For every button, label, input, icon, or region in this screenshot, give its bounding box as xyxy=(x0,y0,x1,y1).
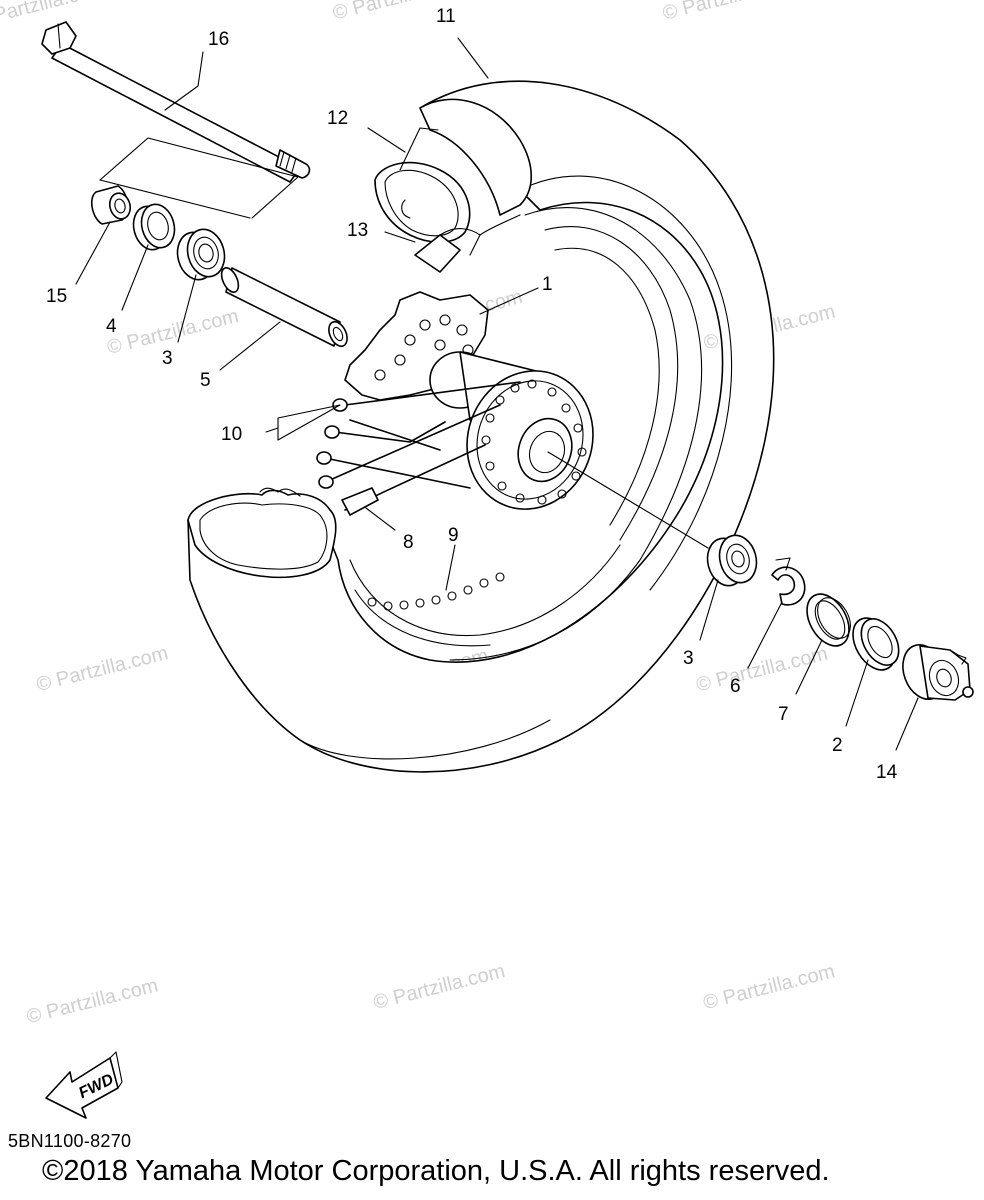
fwd-arrow-icon: FWD xyxy=(45,1051,123,1119)
spokes xyxy=(316,381,521,516)
tire xyxy=(187,80,775,773)
label-3-right: 3 xyxy=(683,648,694,669)
watermark: © Partzilla.com xyxy=(105,305,241,359)
axle xyxy=(41,21,311,183)
oil-seal-4 xyxy=(132,203,176,251)
label-1: 1 xyxy=(542,274,553,295)
label-2: 2 xyxy=(832,735,843,756)
label-5: 5 xyxy=(200,370,211,391)
label-16: 16 xyxy=(208,29,229,50)
axis-line-right xyxy=(547,451,709,549)
label-9: 9 xyxy=(448,525,459,546)
copyright-notice: ©2018 Yamaha Motor Corporation, U.S.A. A… xyxy=(42,1155,830,1187)
label-14: 14 xyxy=(876,762,898,783)
bearing-3-right xyxy=(706,534,758,587)
watermark: © Partzilla.com xyxy=(694,643,830,697)
label-10: 10 xyxy=(221,424,242,445)
label-15: 15 xyxy=(46,286,67,307)
spacer-5 xyxy=(220,267,348,348)
part-labels: 11 12 13 1 16 15 4 3 5 10 8 9 3 6 7 2 14 xyxy=(46,6,898,783)
watermark: © Partzilla.com xyxy=(34,642,170,696)
label-3-left: 3 xyxy=(162,348,173,369)
label-12: 12 xyxy=(327,108,348,129)
collar-15 xyxy=(90,185,132,225)
watermark: © Partzilla.com xyxy=(371,960,507,1014)
label-7: 7 xyxy=(778,704,789,725)
watermark: © Partzilla.com xyxy=(701,960,837,1014)
watermark: © Partzilla.com xyxy=(660,0,796,25)
label-11: 11 xyxy=(436,6,456,27)
oil-seal-7 xyxy=(806,593,851,647)
label-8: 8 xyxy=(403,532,414,553)
leader-lines xyxy=(75,37,919,751)
bearing-3-left xyxy=(176,228,226,281)
diagram-code: 5BN1100-8270 xyxy=(8,1131,132,1151)
gear-unit-14 xyxy=(902,644,974,701)
assembly-guide xyxy=(99,137,299,219)
oil-seal-2 xyxy=(852,617,900,671)
tire-tube-cutaway xyxy=(374,98,532,273)
rim-nipples xyxy=(367,572,505,611)
label-6: 6 xyxy=(730,676,741,697)
watermark: © Partzilla.com xyxy=(24,974,160,1028)
label-13: 13 xyxy=(347,220,368,241)
label-4: 4 xyxy=(106,316,117,337)
circlip-6 xyxy=(771,557,806,606)
